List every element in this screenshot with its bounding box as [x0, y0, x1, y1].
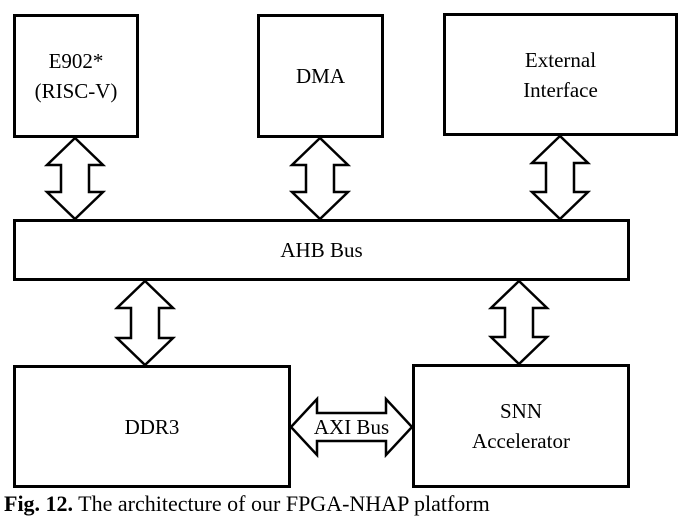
- figure-caption: Fig. 12. The architecture of our FPGA-NH…: [4, 490, 688, 518]
- double-arrow-e902-ahb-icon: [43, 136, 107, 221]
- block-external-interface-label-line2: Interface: [523, 77, 598, 102]
- double-arrow-dma-ahb-icon: [288, 136, 352, 221]
- block-ddr3: DDR3: [13, 365, 291, 488]
- block-external-interface-label-line1: External: [524, 47, 597, 72]
- figure-caption-text: The architecture of our FPGA-NHAP platfo…: [73, 491, 490, 516]
- double-arrow-ahb-snn-icon: [487, 279, 551, 366]
- double-arrow-ahb-ddr3-icon: [113, 279, 177, 367]
- block-e902-riscv: E902* (RISC-V): [13, 14, 139, 138]
- block-dma-label: DMA: [295, 64, 345, 88]
- block-snn-accelerator: SNN Accelerator: [412, 364, 630, 488]
- block-external-interface: External Interface: [443, 13, 678, 136]
- double-arrow-external-interface-ahb-icon: [528, 134, 592, 221]
- block-ahb-bus: AHB Bus: [13, 219, 630, 281]
- block-snn-accelerator-label-line2: Accelerator: [472, 429, 570, 453]
- figure-caption-number: Fig. 12.: [4, 491, 74, 516]
- axi-bus-label: AXI Bus: [313, 414, 390, 439]
- block-ahb-bus-label: AHB Bus: [280, 238, 363, 262]
- block-dma: DMA: [257, 14, 384, 138]
- block-e902-label-line1: E902*: [48, 49, 104, 73]
- block-ddr3-label: DDR3: [124, 414, 180, 439]
- block-snn-accelerator-label-line1: SNN: [499, 399, 542, 423]
- block-e902-label-line2: (RISC-V): [34, 79, 118, 103]
